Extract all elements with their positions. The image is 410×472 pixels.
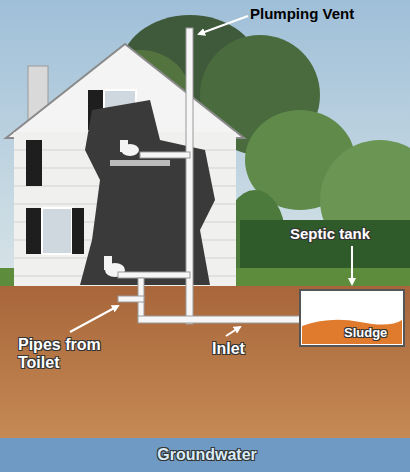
region-label: Groundwater bbox=[2, 446, 410, 464]
shutter bbox=[26, 140, 42, 186]
part-label: Inlet bbox=[212, 340, 245, 358]
part-label: Septic tank bbox=[290, 226, 370, 243]
soil bbox=[0, 286, 410, 440]
floor bbox=[110, 160, 170, 166]
shutter bbox=[26, 208, 42, 254]
pipe bbox=[118, 296, 144, 302]
toilet-tank bbox=[104, 256, 112, 270]
window bbox=[42, 208, 72, 254]
pipe bbox=[118, 272, 190, 278]
part-label: Plumping Vent bbox=[250, 6, 354, 23]
toilet-tank bbox=[120, 140, 128, 152]
cutaway bbox=[80, 100, 215, 285]
shutter bbox=[72, 208, 84, 254]
leader-lines bbox=[70, 16, 352, 336]
house bbox=[6, 44, 244, 288]
vent-pipe bbox=[186, 28, 193, 324]
part-label: Pipes from Toilet bbox=[18, 336, 130, 371]
pipes bbox=[118, 28, 310, 324]
leader-arrow bbox=[226, 327, 240, 336]
leader-arrow bbox=[70, 306, 118, 332]
sludge-layer bbox=[302, 320, 402, 344]
pipe bbox=[140, 152, 190, 158]
part-label: Sludge bbox=[344, 326, 387, 340]
septic-tank bbox=[300, 290, 404, 346]
inlet-pipe bbox=[138, 316, 310, 323]
leader-arrow bbox=[351, 246, 353, 284]
leader-arrow bbox=[199, 16, 248, 34]
tank bbox=[300, 290, 404, 346]
